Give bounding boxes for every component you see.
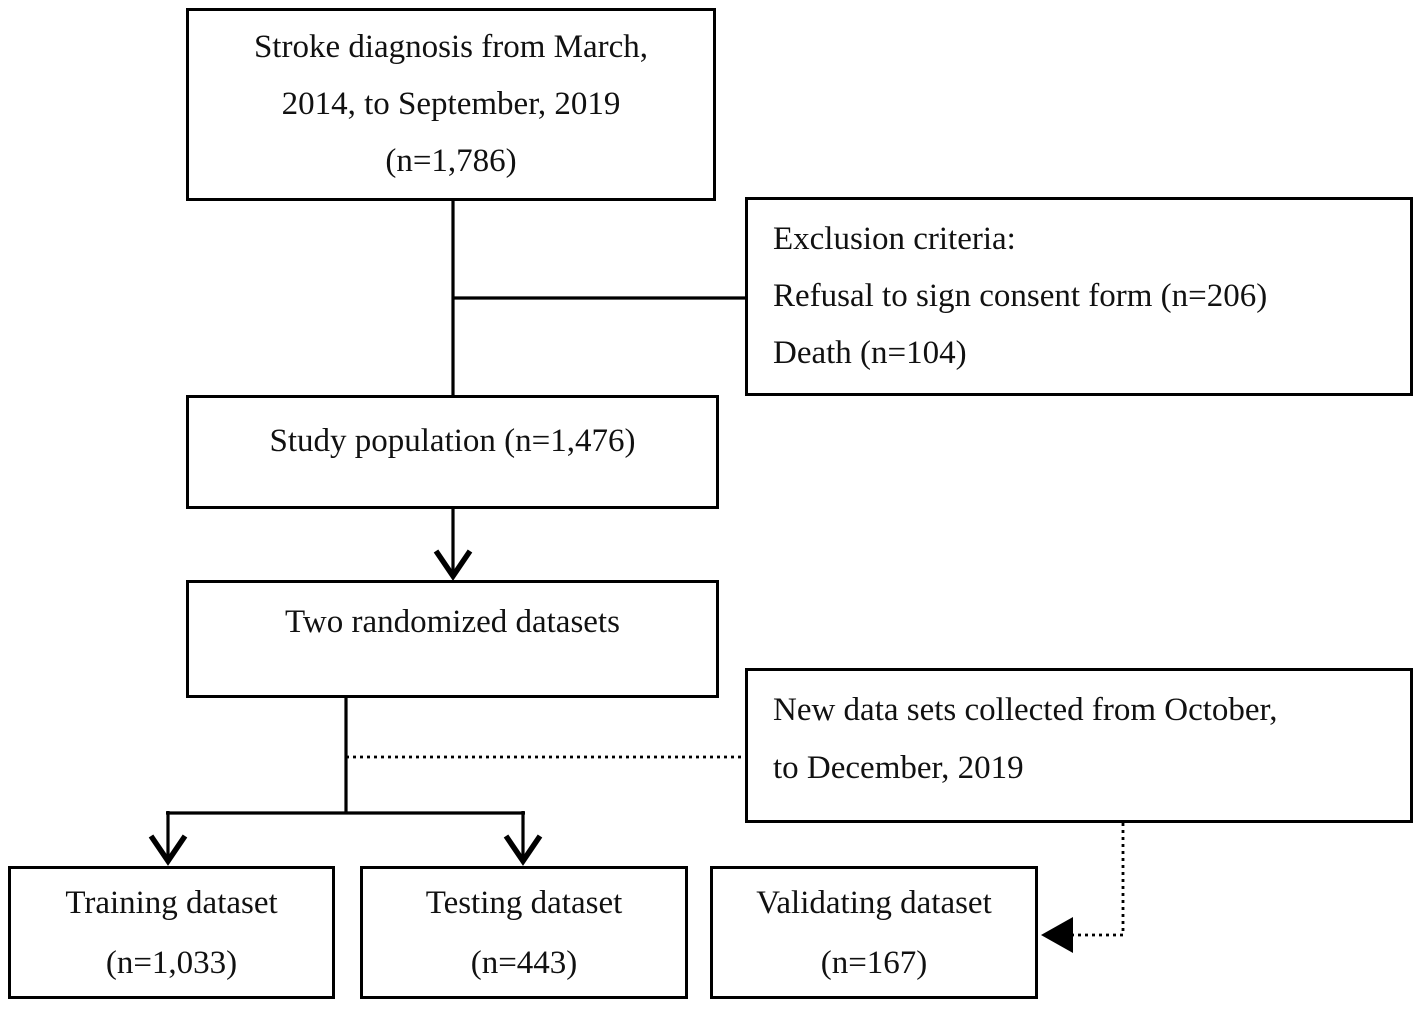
box-exclusion-criteria: Exclusion criteria: Refusal to sign cons… (745, 197, 1413, 396)
arrowhead-left-icon (1041, 917, 1073, 953)
arrowhead-down-icon (433, 549, 473, 581)
box-validating-dataset: Validating dataset (n=167) (710, 866, 1038, 999)
text-line: (n=167) (820, 944, 928, 981)
box-training-dataset: Training dataset (n=1,033) (8, 866, 335, 999)
text-line: Exclusion criteria: (773, 221, 1016, 257)
text-line: Stroke diagnosis from March, (253, 29, 649, 65)
text-line: (n=1,033) (105, 944, 238, 981)
arrowhead-down-icon (148, 834, 188, 866)
arrowhead-down-icon (503, 834, 543, 866)
box-study-population: Study population (n=1,476) (186, 395, 719, 509)
text-line: New data sets collected from October, (773, 692, 1278, 728)
text-line: (n=1,786) (385, 143, 517, 179)
box-stroke-diagnosis: Stroke diagnosis from March, 2014, to Se… (186, 8, 716, 201)
box-two-randomized-datasets: Two randomized datasets (186, 580, 719, 698)
text-line: Training dataset (65, 884, 278, 921)
text-line: Death (n=104) (773, 335, 967, 371)
box-new-data-sets: New data sets collected from October, to… (745, 668, 1413, 823)
text-line: Validating dataset (756, 884, 992, 921)
text-line: Refusal to sign consent form (n=206) (773, 278, 1268, 314)
box-testing-dataset: Testing dataset (n=443) (360, 866, 688, 999)
text-line: Two randomized datasets (285, 603, 620, 640)
text-line: 2014, to September, 2019 (281, 86, 621, 122)
text-line: to December, 2019 (773, 750, 1024, 786)
text-line: Testing dataset (425, 884, 623, 921)
text-line: (n=443) (470, 944, 578, 981)
text-line: Study population (n=1,476) (269, 422, 636, 459)
